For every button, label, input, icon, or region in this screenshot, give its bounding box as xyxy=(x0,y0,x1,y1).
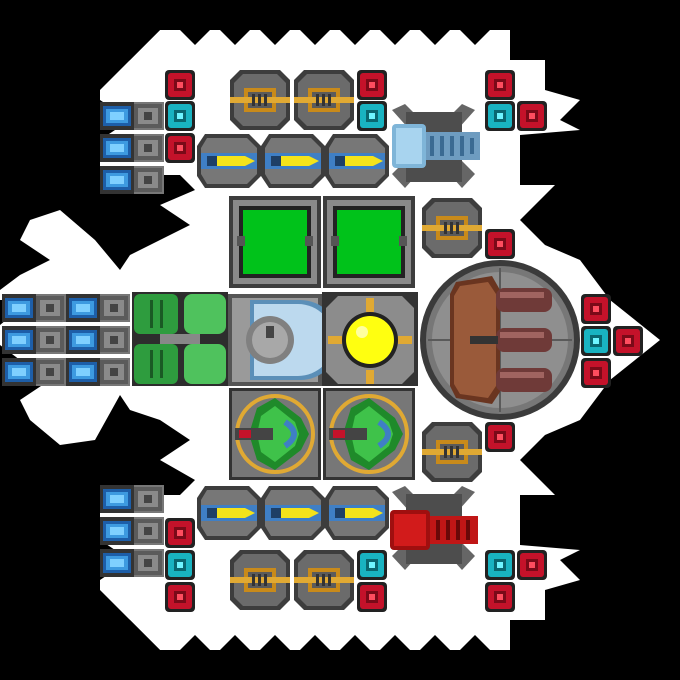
cyan-node-icon[interactable] xyxy=(165,550,195,580)
gold-gun-icon[interactable] xyxy=(294,550,354,610)
thruster-icon[interactable] xyxy=(2,326,66,354)
gold-gun-icon[interactable] xyxy=(294,70,354,130)
gold-gun-icon[interactable] xyxy=(230,550,290,610)
red-node-icon[interactable] xyxy=(581,294,611,324)
thruster-icon[interactable] xyxy=(100,549,164,577)
red-node-icon[interactable] xyxy=(357,70,387,100)
thruster-icon[interactable] xyxy=(100,102,164,130)
cyan-node-icon[interactable] xyxy=(165,101,195,131)
fighter-icon[interactable] xyxy=(229,388,321,480)
cyan-node-icon[interactable] xyxy=(357,101,387,131)
thruster-icon[interactable] xyxy=(66,294,130,322)
cannon-icon[interactable] xyxy=(420,260,580,420)
solar-panel-icon[interactable] xyxy=(323,196,415,288)
missile-icon[interactable] xyxy=(261,134,325,188)
missile-icon[interactable] xyxy=(197,134,261,188)
thruster-group-bottom xyxy=(100,485,164,577)
red-node-icon[interactable] xyxy=(165,133,195,163)
gold-gun-icon[interactable] xyxy=(422,422,482,482)
red-node-icon[interactable] xyxy=(613,326,643,356)
thruster-icon[interactable] xyxy=(2,294,66,322)
thruster-group-rear xyxy=(2,294,130,386)
cyan-node-icon[interactable] xyxy=(485,101,515,131)
thruster-icon[interactable] xyxy=(100,485,164,513)
fighter-icon[interactable] xyxy=(323,388,415,480)
reactor-icon[interactable] xyxy=(322,292,418,386)
missile-icon[interactable] xyxy=(197,486,261,540)
thruster-icon[interactable] xyxy=(100,134,164,162)
missile-icon[interactable] xyxy=(325,134,389,188)
thruster-icon[interactable] xyxy=(66,358,130,386)
blue-drive-icon[interactable] xyxy=(392,104,480,188)
thruster-group-top xyxy=(100,102,164,194)
red-drive-icon[interactable] xyxy=(390,486,478,570)
red-node-icon[interactable] xyxy=(485,70,515,100)
red-node-icon[interactable] xyxy=(165,518,195,548)
red-node-icon[interactable] xyxy=(357,582,387,612)
cyan-node-icon[interactable] xyxy=(581,326,611,356)
thruster-icon[interactable] xyxy=(66,326,130,354)
green-engine-icon[interactable] xyxy=(132,292,228,386)
gold-gun-icon[interactable] xyxy=(422,198,482,258)
thruster-icon[interactable] xyxy=(100,166,164,194)
red-node-icon[interactable] xyxy=(165,582,195,612)
thruster-icon[interactable] xyxy=(2,358,66,386)
red-node-icon[interactable] xyxy=(485,422,515,452)
solar-panel-icon[interactable] xyxy=(229,196,321,288)
red-node-icon[interactable] xyxy=(517,101,547,131)
thruster-icon[interactable] xyxy=(100,517,164,545)
red-node-icon[interactable] xyxy=(517,550,547,580)
red-node-icon[interactable] xyxy=(485,582,515,612)
red-node-icon[interactable] xyxy=(581,358,611,388)
missile-icon[interactable] xyxy=(325,486,389,540)
red-node-icon[interactable] xyxy=(485,229,515,259)
cyan-node-icon[interactable] xyxy=(485,550,515,580)
missile-icon[interactable] xyxy=(261,486,325,540)
red-node-icon[interactable] xyxy=(165,70,195,100)
gold-gun-icon[interactable] xyxy=(230,70,290,130)
cyan-node-icon[interactable] xyxy=(357,550,387,580)
cockpit-icon[interactable] xyxy=(228,294,340,386)
